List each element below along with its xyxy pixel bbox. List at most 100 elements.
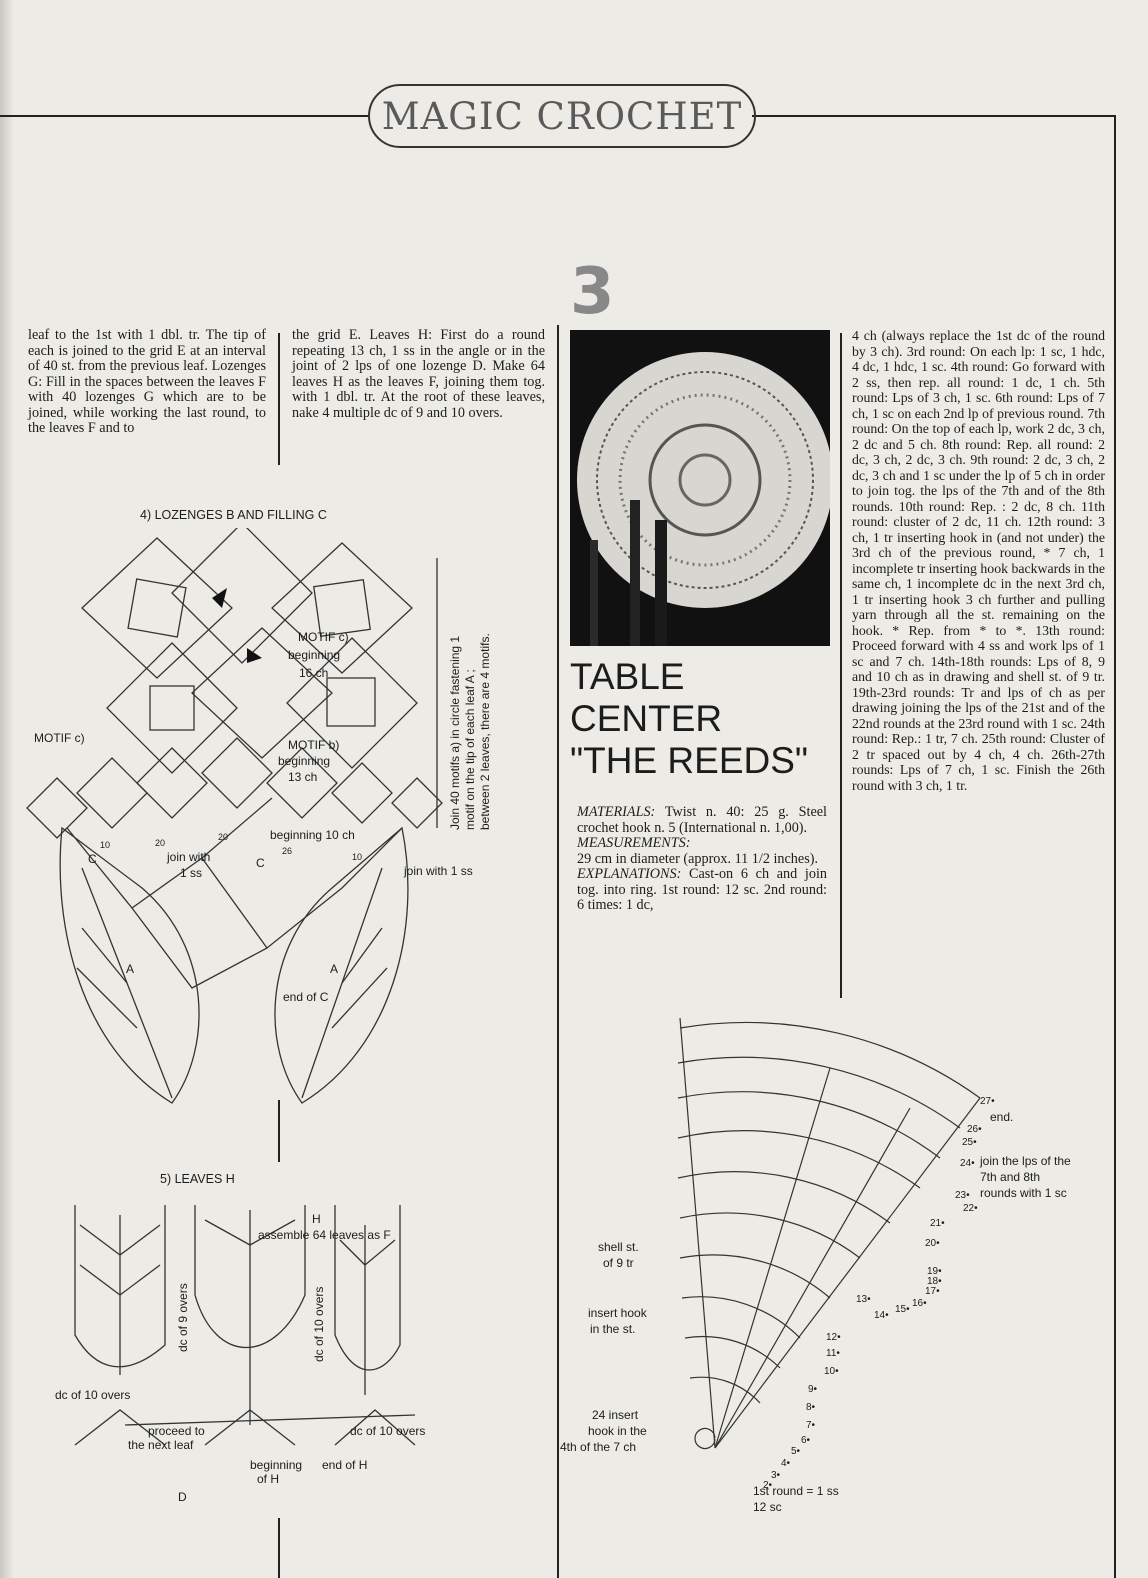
label-proceed-2: the next leaf: [128, 1438, 194, 1452]
label-join-lps-2: 7th and 8th: [980, 1170, 1041, 1184]
label-end-of-h: end of H: [322, 1458, 368, 1472]
round-label: 16•: [912, 1298, 927, 1309]
label-d: D: [178, 1490, 187, 1504]
explanations-label: EXPLANATIONS:: [577, 866, 682, 882]
label-join-with: join with: [167, 850, 211, 864]
round-label: 17•: [925, 1286, 940, 1297]
round-label: 9•: [808, 1384, 818, 1395]
label-end: end.: [990, 1110, 1014, 1124]
materials-label: MATERIALS:: [577, 804, 656, 820]
label-shell-1: shell st.: [598, 1240, 639, 1254]
round-label: 13•: [856, 1294, 871, 1305]
figure-5-title: 5) LEAVES H: [160, 1172, 235, 1186]
label-16-ch: 16 ch: [299, 666, 329, 680]
figure-4-diagram: [26, 528, 443, 1104]
label-insert-24-1: 24 insert: [592, 1408, 639, 1422]
label-20-b: 20: [218, 832, 229, 842]
label-proceed-1: proceed to: [148, 1424, 205, 1438]
label-a-right: A: [330, 962, 339, 976]
label-dc-10-right: dc of 10 overs: [350, 1424, 426, 1438]
title-line-2: CENTER: [570, 698, 723, 739]
label-a-left: A: [126, 962, 135, 976]
label-26: 26: [282, 846, 293, 856]
label-beginning-h-2: of H: [257, 1472, 280, 1486]
instruction-column-4: 4 ch (always replace the 1st dc of the r…: [852, 328, 1105, 793]
figure-divider-2: [278, 1518, 280, 1578]
label-10-a: 10: [100, 840, 111, 850]
round-label: 7•: [806, 1420, 816, 1431]
title-line-1: TABLE: [570, 656, 685, 697]
pattern-title: TABLE CENTER "THE REEDS": [570, 656, 840, 782]
pattern-number: 3: [570, 255, 615, 329]
label-h: H: [312, 1212, 321, 1226]
round-label: 25•: [962, 1137, 977, 1148]
round-label: 12•: [826, 1332, 841, 1343]
title-line-3: "THE REEDS": [570, 740, 809, 781]
round-label: 26•: [967, 1124, 982, 1135]
round-label: 10•: [824, 1366, 839, 1377]
instruction-column-1: leaf to the 1st with 1 dbl. tr. The tip …: [28, 327, 266, 436]
vertical-note-line-1: Join 40 motifs a) in circle fastening 1: [448, 635, 462, 830]
round-label: 19•: [927, 1266, 942, 1277]
column-divider-right: [840, 333, 842, 998]
label-c-center: C: [256, 856, 265, 870]
label-beginning-16: beginning: [288, 648, 341, 662]
label-13-ch: 13 ch: [288, 770, 318, 784]
round-label: 5•: [791, 1446, 801, 1457]
round-label: 15•: [895, 1304, 910, 1315]
doily-photo-svg: [577, 352, 833, 646]
round-label: 24•: [960, 1158, 975, 1169]
column-divider-left: [278, 333, 280, 465]
round-label: 23•: [955, 1190, 970, 1201]
figure-6-diagram: [677, 1017, 981, 1450]
round-label: 22•: [963, 1203, 978, 1214]
instruction-column-2: the grid E. Leaves H: First do a round r…: [292, 327, 545, 421]
label-dc-10-vertical: dc of 10 overs: [312, 1286, 326, 1362]
label-1-ss: 1 ss: [180, 866, 203, 880]
label-insert-24-3: 4th of the 7 ch: [560, 1440, 637, 1454]
round-label: 4•: [781, 1458, 791, 1469]
round-label: 14•: [874, 1310, 889, 1321]
label-dc-10-left: dc of 10 overs: [55, 1388, 131, 1402]
binding-shadow: [0, 0, 14, 1578]
label-insert-hook-1: insert hook: [588, 1306, 647, 1320]
header-rule-left: [0, 115, 368, 117]
vertical-note-line-2: motif on the tip of each leaf A ;: [463, 669, 477, 830]
label-10-b: 10: [352, 852, 363, 862]
magazine-header: MAGIC CROCHET: [368, 84, 756, 148]
round-label: 8•: [806, 1402, 816, 1413]
vertical-note: Join 40 motifs a) in circle fastening 1 …: [448, 633, 493, 830]
label-join-lps-3: rounds with 1 sc: [980, 1186, 1067, 1200]
label-motif-c-side: MOTIF c): [34, 731, 85, 745]
label-join-with-1-ss: join with 1 ss: [404, 864, 473, 878]
round-label: 21•: [930, 1218, 945, 1229]
label-end-of-c: end of C: [283, 990, 329, 1004]
right-border: [1114, 115, 1116, 1578]
label-motif-c: MOTIF c): [298, 630, 349, 644]
figure-divider-1: [278, 1100, 280, 1162]
label-first-round-2: 12 sc: [753, 1500, 782, 1514]
figure-5-diagram: [74, 1205, 416, 1446]
label-shell-2: of 9 tr: [603, 1256, 634, 1270]
label-insert-24-2: hook in the: [588, 1424, 647, 1438]
label-join-lps-1: join the lps of the: [980, 1154, 1071, 1168]
round-label: 2•: [763, 1480, 773, 1491]
label-first-round-1: 1st round = 1 ss: [753, 1484, 839, 1498]
round-label: 20•: [925, 1238, 940, 1249]
vertical-note-line-3: between 2 leaves, there are 4 motifs.: [478, 633, 492, 830]
materials-text: Twist n. 40: 25 g. Steel crochet hook n.…: [577, 804, 827, 836]
label-beginning-10: beginning 10 ch: [270, 828, 355, 842]
round-label: 6•: [801, 1435, 811, 1446]
header-rule-right: [752, 115, 1116, 117]
round-label: 11•: [826, 1348, 840, 1359]
explanations-text: Cast-on 6 ch and join tog. into ring. 1s…: [577, 866, 827, 913]
page-center-divider: [557, 325, 559, 1578]
figure-4-title: 4) LOZENGES B AND FILLING C: [140, 508, 327, 522]
label-beginning-h-1: beginning: [250, 1458, 303, 1472]
label-assemble: assemble 64 leaves as F: [258, 1228, 391, 1242]
measurements-text: 29 cm in diameter (approx. 11 1/2 inches…: [577, 850, 818, 867]
label-motif-b: MOTIF b): [288, 738, 340, 752]
measurements-label: MEASUREMENTS:: [577, 835, 691, 851]
round-label: 18•: [927, 1276, 942, 1287]
round-label: 3•: [771, 1470, 781, 1481]
